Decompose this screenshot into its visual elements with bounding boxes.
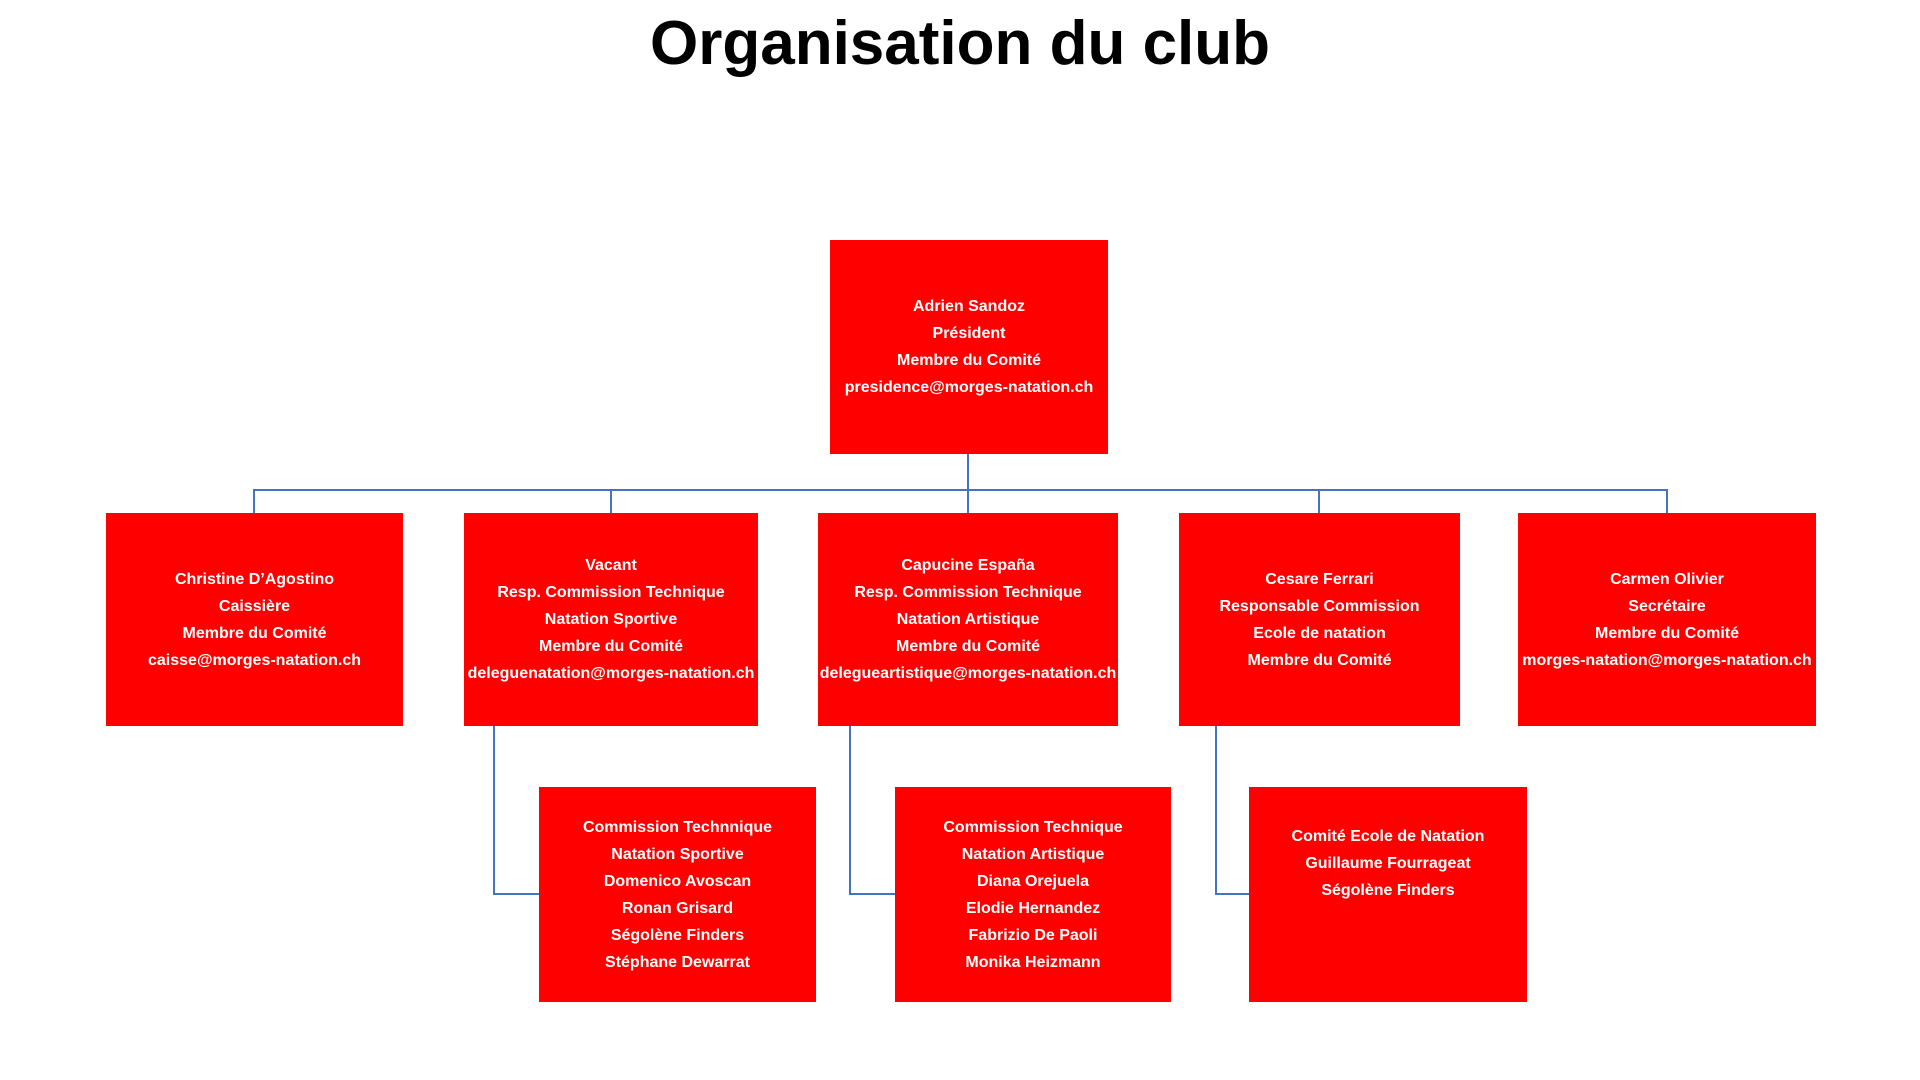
connector-elbow-ecole-h: [1215, 893, 1249, 895]
node-email: morges-natation@morges-natation.ch: [1522, 651, 1812, 669]
node-name: Carmen Olivier: [1610, 570, 1724, 588]
node-member: Diana Orejuela: [976, 872, 1090, 890]
node-title: Natation Sportive: [611, 845, 744, 863]
org-node-resp-ecole: Cesare Ferrari Responsable Commission Ec…: [1179, 513, 1460, 726]
node-member: Monika Heizmann: [965, 953, 1101, 971]
node-member: Ségolène Finders: [1321, 882, 1455, 899]
connector-elbow-ecole-v: [1215, 726, 1217, 895]
node-email: deleguenatation@morges-natation.ch: [467, 665, 755, 682]
node-role: Resp. Commission Technique: [854, 584, 1082, 601]
node-email: caisse@morges-natation.ch: [148, 651, 361, 669]
connector-elbow-artistique-h: [849, 893, 895, 895]
node-role: Membre du Comité: [1594, 624, 1739, 642]
node-member: Ségolène Finders: [610, 926, 745, 944]
connector-stub-ecole: [1318, 491, 1320, 513]
node-title: Comité Ecole de Natation: [1291, 828, 1485, 845]
connector-stub-caissiere: [253, 491, 255, 513]
org-node-comite-ecole: Comité Ecole de Natation Guillaume Fourr…: [1249, 787, 1527, 1002]
connector-elbow-sportive-v: [493, 726, 495, 895]
node-role: Membre du Comité: [896, 352, 1041, 369]
node-name: Capucine España: [901, 557, 1035, 574]
connector-row2-bus: [253, 489, 1668, 491]
node-role: Natation Artistique: [896, 611, 1040, 628]
node-title: Commission Technnique: [582, 818, 773, 836]
node-role: Membre du Comité: [182, 624, 327, 642]
node-role: Membre du Comité: [538, 638, 683, 655]
connector-president-drop: [967, 454, 969, 490]
node-role: Secrétaire: [1628, 597, 1706, 615]
node-member: Ronan Grisard: [621, 899, 734, 917]
node-role: Responsable Commission: [1219, 597, 1420, 615]
node-role: Président: [932, 325, 1006, 342]
node-member: Domenico Avoscan: [603, 872, 752, 890]
connector-elbow-sportive-h: [493, 893, 539, 895]
connector-elbow-artistique-v: [849, 726, 851, 895]
node-member: Stéphane Dewarrat: [605, 953, 750, 971]
node-member: Guillaume Fourrageat: [1305, 855, 1471, 872]
node-email: delegueartistique@morges-natation.ch: [819, 665, 1117, 682]
node-member: Fabrizio De Paoli: [968, 926, 1098, 944]
connector-stub-tech-artistique: [967, 491, 969, 513]
node-name: Christine D’Agostino: [174, 570, 335, 588]
connector-stub-secretaire: [1666, 491, 1668, 513]
node-name: Cesare Ferrari: [1265, 570, 1374, 588]
org-node-president: Adrien Sandoz Président Membre du Comité…: [830, 240, 1108, 454]
org-node-commission-sportive: Commission Technnique Natation Sportive …: [539, 787, 816, 1002]
node-title: Natation Artistique: [961, 845, 1105, 863]
node-email: presidence@morges-natation.ch: [844, 379, 1094, 396]
node-role: Membre du Comité: [1247, 651, 1392, 669]
node-role: Resp. Commission Technique: [497, 584, 725, 601]
node-name: Adrien Sandoz: [912, 298, 1025, 315]
node-role: Natation Sportive: [544, 611, 678, 628]
node-name: Vacant: [585, 557, 637, 574]
node-member: Elodie Hernandez: [965, 899, 1101, 917]
node-role: Ecole de natation: [1253, 624, 1386, 642]
node-title: Commission Technique: [943, 818, 1123, 836]
org-node-resp-tech-artistique: Capucine España Resp. Commission Techniq…: [818, 513, 1118, 726]
org-node-caissiere: Christine D’Agostino Caissière Membre du…: [106, 513, 403, 726]
org-node-commission-artistique: Commission Technique Natation Artistique…: [895, 787, 1171, 1002]
org-node-secretaire: Carmen Olivier Secrétaire Membre du Comi…: [1518, 513, 1816, 726]
node-role: Caissière: [218, 597, 291, 615]
node-role: Membre du Comité: [895, 638, 1040, 655]
connector-stub-tech-sportive: [610, 491, 612, 513]
page-title: Organisation du club: [649, 9, 1271, 78]
org-node-resp-tech-sportive: Vacant Resp. Commission Technique Natati…: [464, 513, 758, 726]
